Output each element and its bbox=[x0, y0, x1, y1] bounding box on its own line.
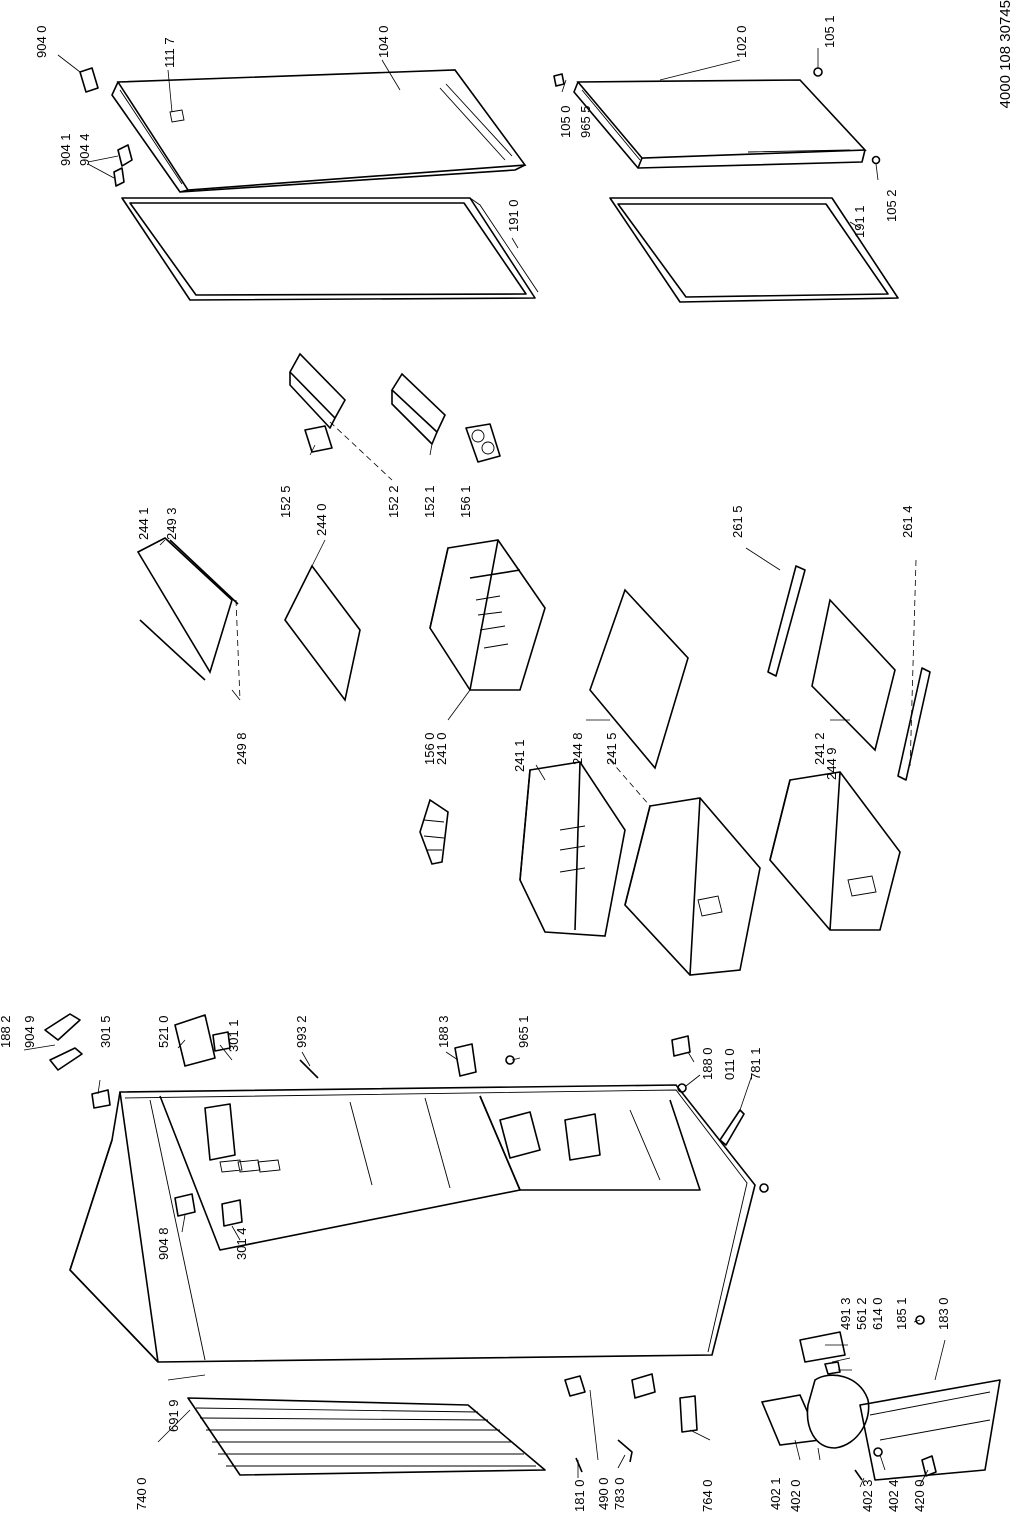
part-label-104-0[interactable]: 104 0 bbox=[376, 25, 391, 58]
part-label-420-0[interactable]: 420 0 bbox=[912, 1479, 927, 1512]
part-label-402-1[interactable]: 402 1 bbox=[768, 1477, 783, 1510]
part-label-188-3[interactable]: 188 3 bbox=[436, 1015, 451, 1048]
part-label-241-5[interactable]: 241 5 bbox=[604, 732, 619, 765]
bottom-small-parts bbox=[564, 1373, 698, 1473]
part-label-261-5[interactable]: 261 5 bbox=[730, 505, 745, 538]
part-label-301-5[interactable]: 301 5 bbox=[98, 1015, 113, 1048]
freezer-door bbox=[116, 69, 527, 191]
part-label-105-2[interactable]: 105 2 bbox=[884, 189, 899, 222]
drawer-241-0 bbox=[429, 539, 546, 691]
part-label-156-1[interactable]: 156 1 bbox=[458, 485, 473, 518]
part-label-185-1[interactable]: 185 1 bbox=[894, 1297, 909, 1330]
cabinet-small-parts bbox=[44, 1013, 769, 1227]
part-label-490-0[interactable]: 490 0 bbox=[596, 1477, 611, 1510]
part-label-402-4[interactable]: 402 4 bbox=[886, 1479, 901, 1512]
part-label-111-7[interactable]: 111 7 bbox=[162, 37, 177, 68]
drawer-241-5 bbox=[624, 797, 761, 976]
part-label-904-1[interactable]: 904 1 bbox=[58, 133, 73, 166]
part-label-152-5[interactable]: 152 5 bbox=[278, 485, 293, 518]
part-label-156-0[interactable]: 156 0 bbox=[422, 732, 437, 765]
part-label-249-8[interactable]: 249 8 bbox=[234, 732, 249, 765]
part-label-521-0[interactable]: 521 0 bbox=[156, 1015, 171, 1048]
part-label-261-4[interactable]: 261 4 bbox=[900, 505, 915, 538]
part-label-402-0[interactable]: 402 0 bbox=[788, 1479, 803, 1512]
part-label-244-9[interactable]: 244 9 bbox=[824, 747, 839, 780]
fridge-door bbox=[576, 79, 867, 159]
fridge-door-gasket bbox=[609, 197, 899, 303]
freezer-door-group bbox=[79, 67, 527, 193]
part-label-244-8[interactable]: 244 8 bbox=[570, 732, 585, 765]
part-label-188-2[interactable]: 188 2 bbox=[0, 1015, 13, 1048]
condenser-691-9 bbox=[187, 1397, 546, 1476]
part-label-904-4[interactable]: 904 4 bbox=[77, 133, 92, 166]
part-label-965-1[interactable]: 965 1 bbox=[516, 1015, 531, 1048]
part-label-102-0[interactable]: 102 0 bbox=[734, 25, 749, 58]
part-label-241-0[interactable]: 241 0 bbox=[434, 732, 449, 765]
part-label-188-0[interactable]: 188 0 bbox=[700, 1047, 715, 1080]
shelf-241-2 bbox=[811, 598, 896, 752]
label-111-7 bbox=[169, 109, 185, 123]
part-label-904-9[interactable]: 904 9 bbox=[22, 1015, 37, 1048]
compressor-group bbox=[760, 1315, 1001, 1481]
part-label-740-0[interactable]: 740 0 bbox=[134, 1477, 149, 1510]
leader-lines bbox=[23, 48, 946, 1488]
part-label-904-8[interactable]: 904 8 bbox=[156, 1227, 171, 1260]
part-label-241-2[interactable]: 241 2 bbox=[812, 732, 827, 765]
freezer-door-edge bbox=[111, 81, 526, 193]
freezer-door-gasket bbox=[121, 197, 539, 301]
shelf-244-1 bbox=[136, 537, 239, 681]
part-label-191-1[interactable]: 191 1 bbox=[852, 205, 867, 238]
document-number: 4000 108 30745 bbox=[997, 0, 1013, 108]
part-label-191-0[interactable]: 191 0 bbox=[506, 199, 521, 232]
shelf-241-5 bbox=[589, 588, 689, 770]
part-label-241-1[interactable]: 241 1 bbox=[512, 739, 527, 772]
rail-261-4 bbox=[897, 667, 931, 781]
part-label-691-9[interactable]: 691 9 bbox=[166, 1399, 181, 1432]
ice-tray-156-0 bbox=[419, 798, 449, 865]
part-label-183-0[interactable]: 183 0 bbox=[936, 1297, 951, 1330]
part-number-labels: 904 0 111 7 104 0 102 0 105 1 105 0 965 5 904 1… bbox=[0, 15, 951, 1512]
part-label-244-0[interactable]: 244 0 bbox=[314, 503, 329, 536]
part-label-781-1[interactable]: 781 1 bbox=[748, 1047, 763, 1080]
door-bracket-904-1 bbox=[113, 144, 133, 187]
shelf-244-0 bbox=[284, 564, 361, 702]
part-label-152-1[interactable]: 152 1 bbox=[422, 485, 437, 518]
part-label-965-5[interactable]: 965 5 bbox=[578, 105, 593, 138]
cabinet bbox=[69, 1084, 756, 1363]
part-label-105-0[interactable]: 105 0 bbox=[558, 105, 573, 138]
freezer-door-handle bbox=[119, 83, 513, 185]
part-label-301-4[interactable]: 301 4 bbox=[234, 1227, 249, 1260]
part-label-249-3[interactable]: 249 3 bbox=[164, 507, 179, 540]
part-label-011-0[interactable]: 011 0 bbox=[722, 1048, 737, 1080]
part-label-614-0[interactable]: 614 0 bbox=[870, 1297, 885, 1330]
part-label-301-1[interactable]: 301 1 bbox=[226, 1019, 241, 1052]
part-label-783-0[interactable]: 783 0 bbox=[612, 1477, 627, 1510]
part-label-904-0[interactable]: 904 0 bbox=[34, 25, 49, 58]
part-label-764-0[interactable]: 764 0 bbox=[700, 1479, 715, 1512]
part-label-561-2[interactable]: 561 2 bbox=[854, 1297, 869, 1330]
door-bin-152-2 bbox=[289, 352, 346, 453]
fridge-door-group bbox=[553, 67, 881, 169]
part-label-491-3[interactable]: 491 3 bbox=[838, 1297, 853, 1330]
drawer-241-1 bbox=[519, 761, 626, 937]
rail-261-5 bbox=[767, 565, 806, 677]
door-bin-152-1 bbox=[390, 372, 501, 463]
part-label-402-3[interactable]: 402 3 bbox=[860, 1479, 875, 1512]
part-label-993-2[interactable]: 993 2 bbox=[294, 1015, 309, 1048]
door-hinge-904-0 bbox=[79, 67, 99, 93]
part-label-181-0[interactable]: 181 0 bbox=[572, 1479, 587, 1512]
part-label-152-2[interactable]: 152 2 bbox=[386, 485, 401, 518]
part-label-244-1[interactable]: 244 1 bbox=[136, 507, 151, 540]
part-label-105-1[interactable]: 105 1 bbox=[822, 15, 837, 48]
drawer-241-2 bbox=[769, 771, 901, 931]
